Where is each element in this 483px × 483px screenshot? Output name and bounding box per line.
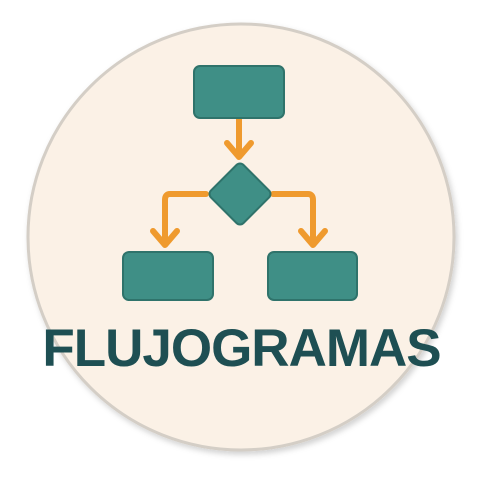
arrow-right-branch-icon [270, 191, 316, 246]
process-box-right [267, 251, 358, 301]
arrowhead-right [298, 228, 328, 248]
badge-circle [26, 22, 456, 452]
arrow-left-branch-icon [162, 191, 209, 246]
arrowhead-top [224, 140, 254, 160]
flowchart-icon [122, 65, 358, 301]
process-box-top [193, 65, 285, 119]
decision-diamond [208, 162, 272, 226]
badge-title: FLUJOGRAMAS [42, 319, 441, 378]
arrowhead-left [150, 228, 180, 248]
process-box-left [122, 251, 214, 301]
connector-lines [150, 115, 328, 248]
